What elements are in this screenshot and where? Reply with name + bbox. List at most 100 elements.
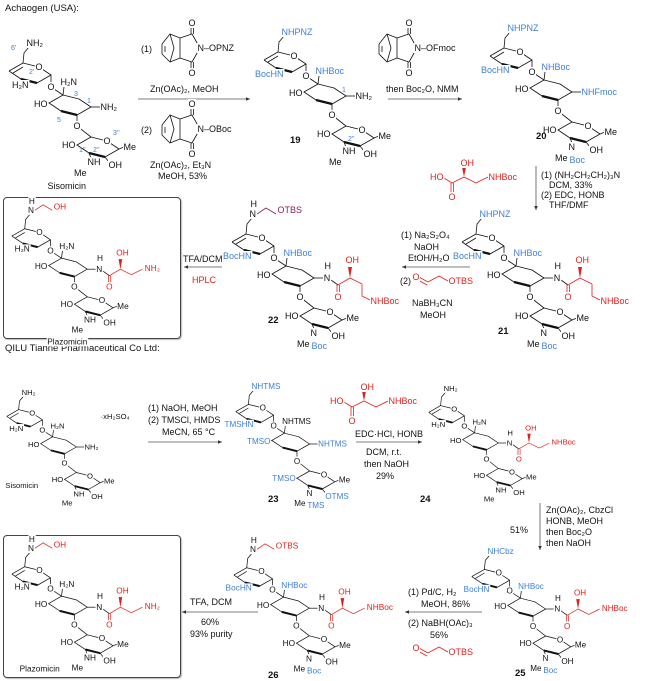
ring-a-double-bond <box>9 412 19 419</box>
label-b-top: H₂N <box>58 241 75 251</box>
arrow-step-9 <box>405 610 482 614</box>
c3-amine-bond <box>317 75 320 85</box>
label-link2: O <box>483 454 490 464</box>
step6-line-3: MeCN, 65 °C <box>162 427 216 437</box>
ring-b-bold-edge <box>59 271 75 278</box>
label-link1: O <box>499 253 509 263</box>
label-b-left: HO <box>288 88 303 98</box>
step1-condition-2b: MeOH, 53% <box>158 171 208 181</box>
label-ringC-o: O <box>98 295 106 306</box>
label-ringA-o: O <box>515 47 525 57</box>
label-c-n: N <box>542 654 549 663</box>
ring-a-bold-edge <box>16 422 31 428</box>
label-side-end: NH₂ <box>144 263 161 273</box>
label-a-n: H₂N <box>430 420 446 429</box>
label-c-oh: OH <box>90 492 104 501</box>
label-side-oh: OH <box>115 586 130 596</box>
acid-carbonyl-oxygen-label: O <box>447 192 457 202</box>
side-chain-bonds <box>567 277 593 286</box>
label-c-oh: OH <box>589 145 604 155</box>
label-b-left: HO <box>514 84 529 94</box>
acid-wedge-bond <box>462 167 466 177</box>
label-c-me: Me <box>293 664 306 674</box>
ring-a-double-bond <box>237 571 247 578</box>
label-side-end: NHBoc <box>370 296 400 306</box>
c3-amine-bond <box>474 425 476 433</box>
label-salt: ·xH₂SO₄ <box>100 412 131 421</box>
label-ringA-o: O <box>259 403 267 413</box>
imide-oxygen-top: O <box>404 18 414 28</box>
label-b-left: TMSO <box>246 436 271 446</box>
label-b-top: NHBoc <box>541 62 571 72</box>
ring-b-bonds <box>48 257 88 277</box>
c6-methylene-bond <box>484 554 491 570</box>
label-link1: O <box>460 421 468 431</box>
label-b-left: HO <box>493 601 507 611</box>
label-c-n: NH <box>87 157 101 167</box>
aldehyde-chain <box>427 275 449 283</box>
label-ringA-o: O <box>28 408 36 418</box>
ring-a-double-bond <box>465 237 477 245</box>
label-link2: O <box>293 456 301 466</box>
label-b-top: H₂N <box>472 417 487 426</box>
step2-condition: then Boc₂O, NMM <box>386 84 459 94</box>
step7-line-2: then NaOH <box>364 459 410 469</box>
label-c-boc: Boc <box>541 341 558 351</box>
label-a-n: BocHN <box>225 583 253 593</box>
step9-line-4: 56% <box>430 630 449 640</box>
locant-l2pp: 2'' <box>93 147 100 154</box>
acid-skeleton <box>343 391 389 416</box>
structure-skeleton <box>428 391 550 490</box>
arrow-step-5 <box>184 265 222 269</box>
label-ringC-o: O <box>102 136 112 146</box>
ring-a-double-bond <box>15 232 25 239</box>
label-top-h: H <box>28 196 36 206</box>
arrow-step-6-head <box>218 440 222 444</box>
label-amide-h: H <box>96 253 104 263</box>
step4-line-3: EtOH/H₂O <box>408 253 450 263</box>
hydroxyl-wedge-bond <box>527 433 531 443</box>
locant-l2p: 2' <box>29 69 35 76</box>
ring-b-bold-edge <box>50 449 65 455</box>
label-top-chain: OTBS <box>277 205 303 215</box>
label-b-top: H₂N <box>58 579 75 589</box>
step4-line-5: MeOH <box>420 310 447 320</box>
c3-amine-bond <box>515 257 518 267</box>
c6-methylene-bond <box>277 35 285 53</box>
label-c-left: HO <box>519 638 533 648</box>
arrow-step-4 <box>402 265 470 269</box>
imide-oxygen-top: O <box>187 18 197 28</box>
label-side-end: NHBoc <box>600 296 630 306</box>
product-box-plazomicin-1 <box>3 197 181 339</box>
ring-a-double-bond <box>12 66 24 74</box>
label-side-oh: OH <box>524 423 538 432</box>
label-link2: O <box>525 292 535 302</box>
product-box-plazomicin-2 <box>3 535 181 678</box>
locant-l1: 1 <box>342 87 346 94</box>
label-c-oh: OH <box>560 656 574 666</box>
label-c-left: HO <box>284 311 299 321</box>
label-link2: O <box>292 621 301 631</box>
label-b-right: NHFmoc <box>581 87 618 97</box>
acid-chain <box>343 400 389 408</box>
label-c-left: HO <box>316 129 331 139</box>
label-c-me: Me <box>71 325 84 335</box>
label-link1: O <box>527 67 537 77</box>
ring-c-bonds <box>529 307 573 329</box>
ring-c-bold-edge <box>74 485 89 491</box>
locant-l5: 5 <box>57 117 61 124</box>
label-a-n: BocHN <box>254 69 284 79</box>
step1-tag-1: (1) <box>141 44 152 54</box>
step7-condition-top: EDC·HCl, HONB <box>355 429 424 439</box>
c6-methylene-bond <box>503 31 511 49</box>
label-c-boc: Boc <box>569 155 586 165</box>
structure-skeleton <box>471 554 600 659</box>
label-a-n: H₂N <box>11 80 29 90</box>
label-ringC-o: O <box>86 471 94 481</box>
ring-b-bonds <box>529 79 573 101</box>
arrow-step-5-head <box>184 265 188 269</box>
ring-b-bonds <box>270 596 310 616</box>
label-c-left: TMSO <box>271 473 297 483</box>
label-top: NHPNZ <box>281 27 313 37</box>
label-top: NHCbz <box>487 546 515 556</box>
